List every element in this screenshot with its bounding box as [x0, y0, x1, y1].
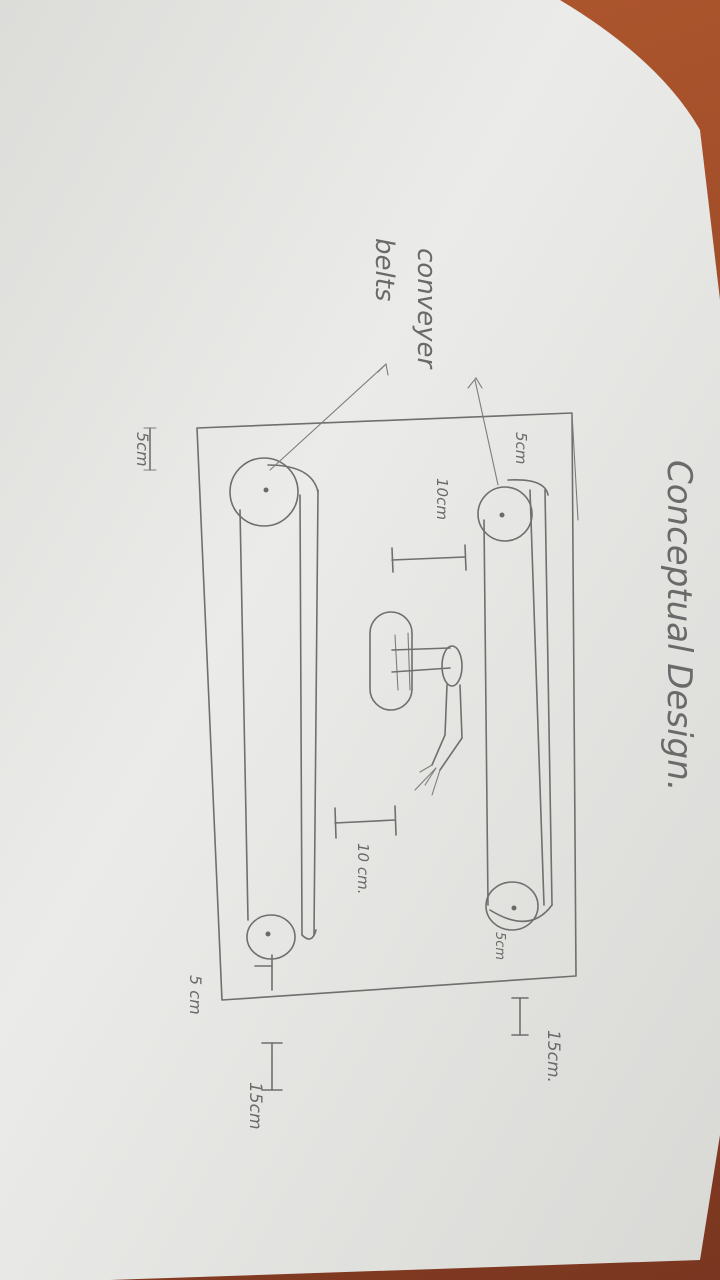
label-conveyer: conveyer [411, 248, 441, 370]
sketch-title: Conceptual Design. [659, 460, 699, 791]
label-15cm-a: 15cm. [543, 1030, 563, 1083]
label-10cm-gap: 10cm [433, 478, 451, 520]
label-5cm-top: 5cm [512, 432, 530, 464]
label-10cm-right: 10 cm. [354, 843, 372, 894]
label-5cm-bottom-right: 5cm [492, 932, 507, 960]
label-15cm-b: 15cm [245, 1082, 265, 1130]
label-5cm-right-edge: 5 cm [186, 975, 205, 1015]
label-belts: belts [369, 238, 399, 301]
label-5cm-left: 5cm [133, 432, 152, 467]
